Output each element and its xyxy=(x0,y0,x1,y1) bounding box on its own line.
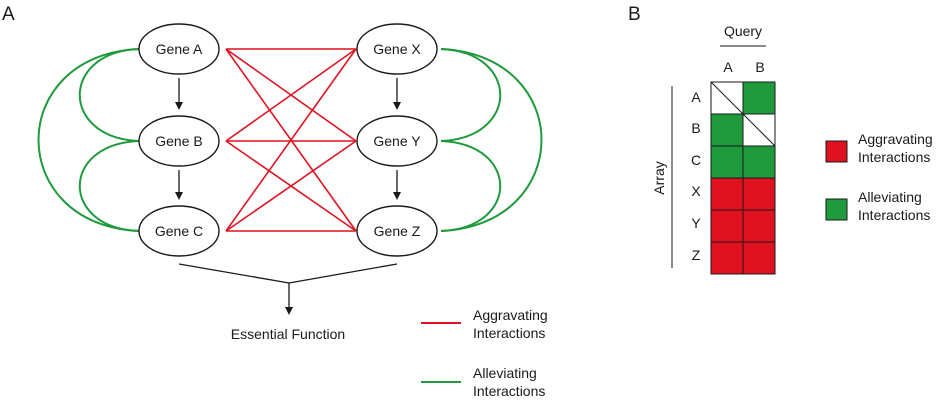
legend-alleviating-swatch xyxy=(825,198,848,221)
matrix-cell-x-a xyxy=(710,177,744,211)
query-col-b: B xyxy=(755,59,764,75)
arc-gene-b-gene-c xyxy=(78,140,140,232)
panel-a: A xyxy=(2,4,548,399)
matrix-cell-y-a xyxy=(710,209,744,243)
arc-gene-a-gene-c xyxy=(37,48,140,232)
panel-b-label: B xyxy=(628,4,641,25)
gene-x-label: Gene X xyxy=(373,41,421,57)
interaction-matrix xyxy=(710,81,776,275)
gene-node-c: Gene C xyxy=(138,205,220,257)
gene-node-y: Gene Y xyxy=(356,115,438,167)
array-row-b: B xyxy=(691,120,700,136)
gene-node-b: Gene B xyxy=(138,115,220,167)
matrix-diagonal-slash xyxy=(710,81,744,115)
legend-a-aggravating-line1: Aggravating xyxy=(473,307,548,323)
panel-b-legend: Aggravating Interactions Alleviating Int… xyxy=(825,131,933,223)
edge-c-x xyxy=(225,48,357,232)
legend-b-alleviating-line1: Alleviating xyxy=(858,189,922,205)
arc-gene-y-gene-z xyxy=(440,140,502,232)
matrix-cell-z-b xyxy=(742,241,776,275)
legend-a-alleviating-line2: Interactions xyxy=(473,383,545,399)
legend-b-aggravating-line1: Aggravating xyxy=(858,131,933,147)
array-row-labels: A B C X Y Z xyxy=(691,89,701,263)
arc-gene-a-gene-b xyxy=(78,48,140,142)
edge-c-y xyxy=(225,140,357,232)
array-row-y: Y xyxy=(691,215,701,231)
edge-b-x xyxy=(225,48,357,142)
gene-a-label: Gene A xyxy=(156,41,203,57)
left-alleviating-arcs xyxy=(37,48,140,232)
matrix-cell-x-b xyxy=(742,177,776,211)
panel-a-legend: Aggravating Interactions Alleviating Int… xyxy=(421,307,548,399)
essential-function-label: Essential Function xyxy=(231,326,345,342)
gene-node-a: Gene A xyxy=(138,23,220,75)
matrix-cell-a-b xyxy=(742,81,776,115)
array-row-x: X xyxy=(691,183,701,199)
legend-a-alleviating-line1: Alleviating xyxy=(473,365,537,381)
matrix-diagonal-slash xyxy=(742,113,776,147)
array-row-c: C xyxy=(691,152,701,168)
query-col-a: A xyxy=(723,59,733,75)
gene-c-label: Gene C xyxy=(155,223,203,239)
matrix-cell-c-b xyxy=(742,145,776,179)
legend-b-alleviating-line2: Interactions xyxy=(858,207,930,223)
aggravating-lines xyxy=(225,48,357,232)
gene-y-label: Gene Y xyxy=(373,133,421,149)
arc-gene-x-gene-y xyxy=(440,48,502,142)
array-row-z: Z xyxy=(692,247,701,263)
gene-z-label: Gene Z xyxy=(374,223,421,239)
array-row-a: A xyxy=(691,89,701,105)
legend-a-aggravating-line2: Interactions xyxy=(473,325,545,341)
right-alleviating-arcs xyxy=(440,48,543,232)
gene-b-label: Gene B xyxy=(155,133,202,149)
gene-node-z: Gene Z xyxy=(356,205,438,257)
essential-funnel xyxy=(178,263,398,315)
matrix-cell-b-a xyxy=(710,113,744,147)
gene-node-x: Gene X xyxy=(356,23,438,75)
query-title: Query xyxy=(724,23,762,39)
matrix-cell-z-a xyxy=(710,241,744,275)
legend-aggravating-swatch xyxy=(825,140,848,163)
matrix-cell-y-b xyxy=(742,209,776,243)
legend-b-aggravating-line2: Interactions xyxy=(858,149,930,165)
array-title: Array xyxy=(651,161,667,194)
arc-gene-x-gene-z xyxy=(440,48,543,232)
panel-a-label: A xyxy=(2,4,15,25)
panel-b: B Query A B Array A B C X Y Z Aggravatin… xyxy=(628,4,933,275)
pathway-arrows xyxy=(175,78,401,200)
matrix-cell-c-a xyxy=(710,145,744,179)
